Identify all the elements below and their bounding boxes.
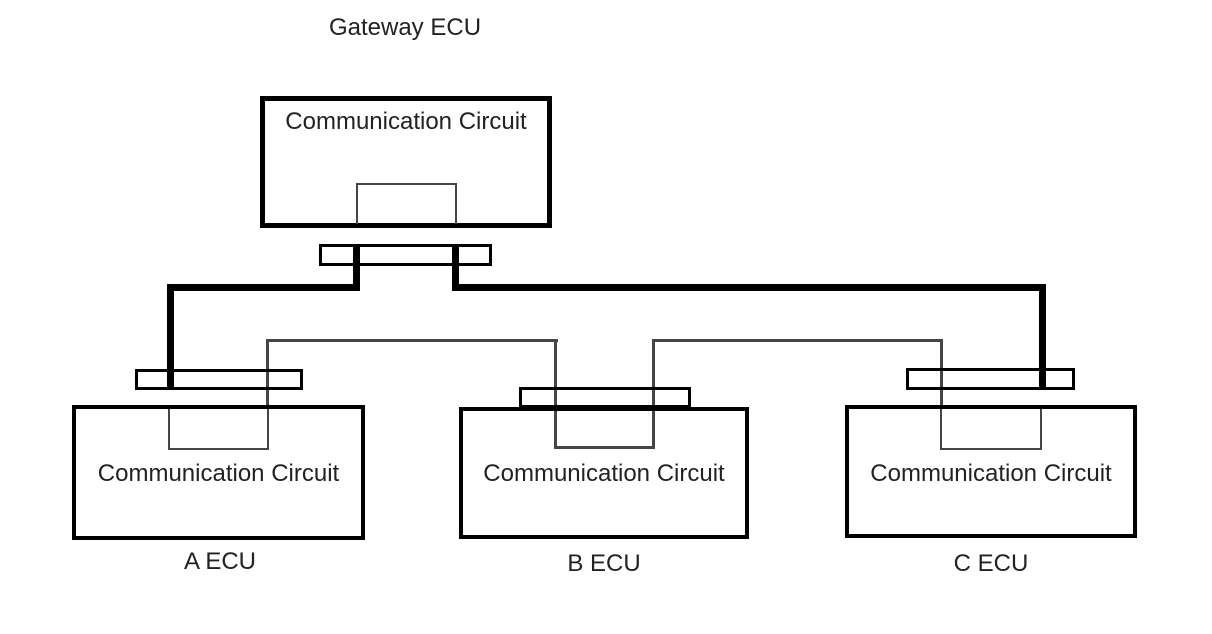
b-ecu-connector-bar: [519, 387, 691, 408]
b-ecu-internal-connector-bottom: [554, 446, 655, 449]
b-ecu-circuit-label: Communication Circuit: [483, 460, 725, 487]
diagram-title: Gateway ECU: [328, 14, 482, 41]
bus-thin-vertical-a: [266, 339, 269, 409]
bus-thin-vertical-b-right: [652, 339, 655, 449]
bus-thick-vertical-gateway-right: [452, 244, 459, 291]
bus-thin-vertical-c: [940, 339, 943, 407]
c-ecu-internal-connector: [940, 409, 1042, 450]
b-ecu-name-label: B ECU: [567, 550, 641, 577]
b-ecu-box: Communication Circuit: [459, 407, 749, 539]
a-ecu-internal-connector: [168, 409, 269, 450]
bus-thin-horizontal-left: [267, 339, 558, 342]
c-ecu-connector-bar: [906, 368, 1075, 390]
bus-thick-horizontal-left: [167, 284, 360, 291]
a-ecu-circuit-label: Communication Circuit: [97, 460, 340, 487]
a-ecu-name-label: A ECU: [183, 548, 257, 575]
c-ecu-box: Communication Circuit: [845, 405, 1137, 538]
bus-thin-horizontal-right: [652, 339, 943, 342]
bus-thick-vertical-c: [1039, 284, 1046, 388]
c-ecu-name-label: C ECU: [953, 550, 1029, 577]
gateway-circuit-label: Communication Circuit: [285, 108, 527, 135]
a-ecu-connector-bar: [135, 369, 303, 390]
gateway-connector-bar: [319, 244, 492, 266]
a-ecu-box: Communication Circuit: [72, 405, 365, 540]
gateway-internal-connector: [356, 183, 457, 224]
bus-thick-vertical-a: [167, 284, 174, 388]
bus-thick-vertical-gateway-left: [353, 244, 360, 291]
bus-thin-vertical-b-left: [554, 339, 557, 449]
c-ecu-circuit-label: Communication Circuit: [870, 460, 1112, 487]
gateway-ecu-box: Communication Circuit: [260, 96, 552, 228]
bus-thick-horizontal-right: [452, 284, 1046, 291]
